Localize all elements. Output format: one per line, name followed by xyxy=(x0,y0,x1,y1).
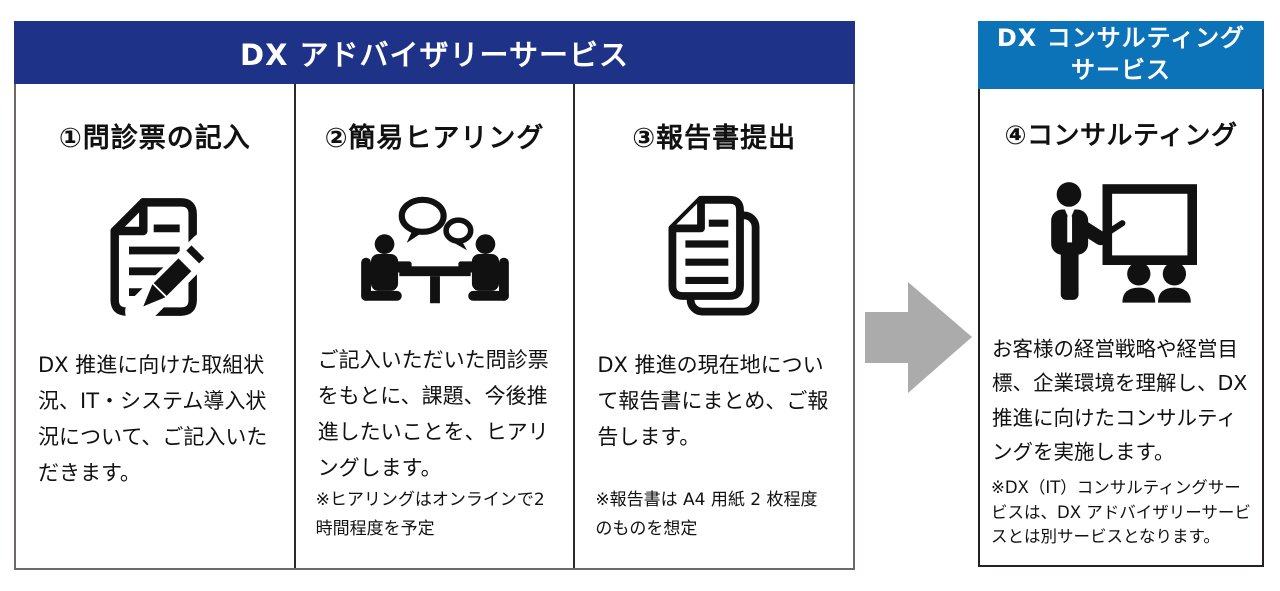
consulting-service-panel: DX コンサルティング サービス ④コンサルティング xyxy=(978,21,1264,567)
step-4-description: お客様の経営戦略や経営目標、企業環境を理解し、DX 推進に向けたコンサルティング… xyxy=(992,337,1248,465)
step-1-title: ①問診票の記入 xyxy=(58,123,251,154)
right-arrow-icon xyxy=(865,282,972,393)
consulting-service-title-line1: DX コンサルティング xyxy=(996,24,1246,53)
meeting-icon xyxy=(355,181,515,328)
consulting-service-header: DX コンサルティング サービス xyxy=(978,21,1264,89)
step-4-column: ④コンサルティング xyxy=(980,89,1262,565)
step-2-column: ②簡易ヒアリング xyxy=(293,84,574,568)
presentation-icon xyxy=(1032,170,1210,322)
step-4-note: ※DX（IT）コンサルティングサービスは、DX アドバイザリーサービスとは別サー… xyxy=(991,477,1251,547)
advisory-service-title: DX アドバイザリーサービス xyxy=(240,37,629,72)
step-1-description: DX 推進に向けた取組状況、IT・システム導入状況について、ご記入いただきます。 xyxy=(38,353,268,486)
right-arrow-shape xyxy=(865,282,972,393)
step-3-description: DX 推進の現在地について報告書にまとめ、ご報告します。 xyxy=(597,353,829,450)
step-3-note: ※報告書は A4 用紙 2 枚程度のものを想定 xyxy=(595,490,818,540)
step-2-description: ご記入いただいた問診票をもとに、課題、今後推進したいことを、ヒアリングします。 xyxy=(317,347,549,481)
advisory-steps: ①問診票の記入 xyxy=(16,84,853,568)
document-pencil-icon xyxy=(90,181,220,333)
advisory-service-panel: DX アドバイザリーサービス ①問診票の記入 xyxy=(14,21,855,570)
step-4-title: ④コンサルティング xyxy=(1004,121,1238,151)
step-3-column: ③報告書提出 xyxy=(573,84,853,568)
step-1-column: ①問診票の記入 xyxy=(16,84,294,568)
step-2-note: ※ヒアリングはオンラインで2 時間程度を予定 xyxy=(315,490,545,540)
report-documents-icon xyxy=(649,181,779,333)
advisory-service-header: DX アドバイザリーサービス xyxy=(14,21,855,84)
consulting-service-title-line2: サービス xyxy=(1071,56,1171,84)
step-3-title: ③報告書提出 xyxy=(632,123,797,154)
step-2-title: ②簡易ヒアリング xyxy=(324,123,545,154)
